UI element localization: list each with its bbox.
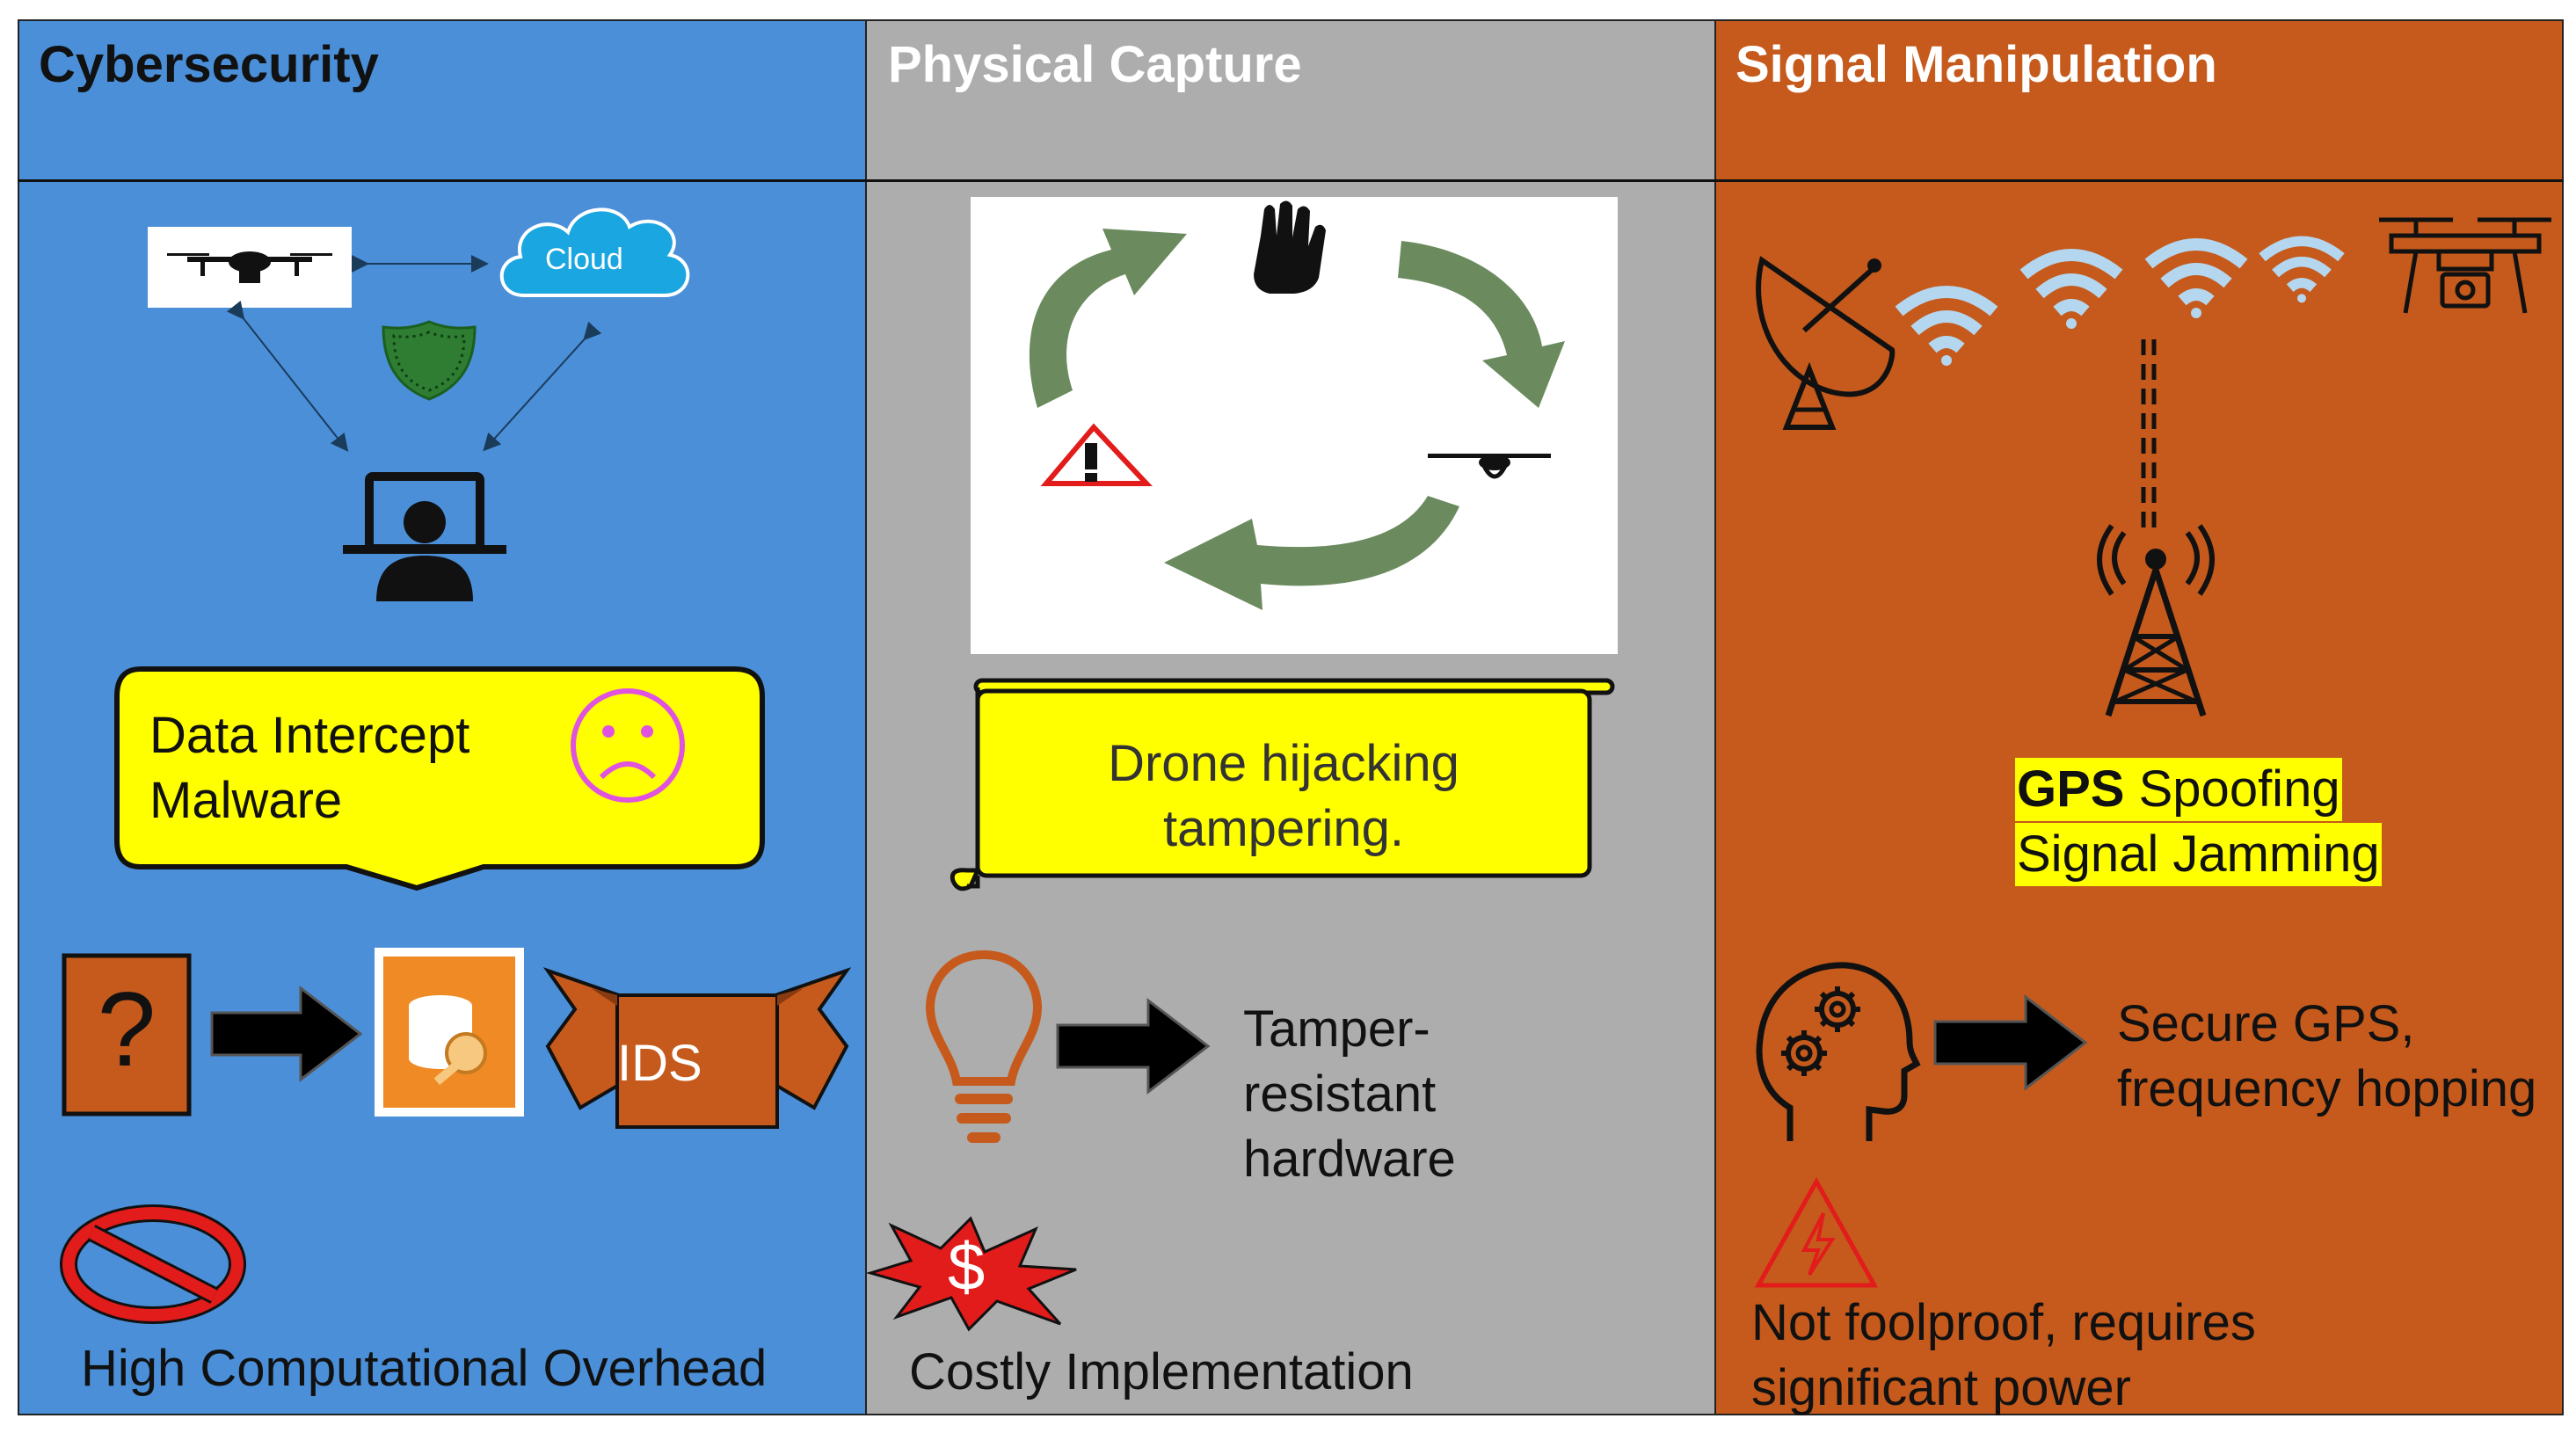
gps-threat-line-2: Signal Jamming <box>2015 823 2382 886</box>
right-arrow-icon <box>1056 997 1211 1095</box>
cost-burst-icon <box>865 1216 1077 1332</box>
database-key-icon <box>375 948 524 1117</box>
signal-drawback-line-2: significant power <box>1751 1359 2131 1416</box>
wifi-icon <box>2019 249 2123 329</box>
physical-capture-title: Physical Capture <box>888 36 1302 93</box>
signal-tower-icon <box>2097 524 2215 717</box>
ids-banner <box>542 967 852 1129</box>
threat-scroll-banner <box>950 678 1615 891</box>
header-divider <box>18 179 2564 182</box>
cyber-drawback: High Computational Overhead <box>81 1340 768 1397</box>
signal-solution-line-1: Secure GPS, <box>2117 995 2415 1052</box>
physical-solution-line-2: resistant <box>1243 1066 1437 1123</box>
threat-line-1: Data Intercept <box>149 707 470 764</box>
physical-solution-line-3: hardware <box>1243 1131 1456 1188</box>
physical-drawback: Costly Implementation <box>909 1343 1414 1400</box>
satellite-dish-icon <box>1756 256 1896 430</box>
signal-solution-line-2: frequency hopping <box>2117 1060 2537 1117</box>
camera-drone-icon <box>2379 217 2551 314</box>
svg-text:?: ? <box>98 971 156 1088</box>
lightbulb-icon <box>925 949 1043 1143</box>
dashed-signal-line <box>2141 339 2157 535</box>
sad-face-icon <box>571 688 685 803</box>
threat-line-2: Malware <box>149 772 343 829</box>
physical-threat-line-1: Drone hijacking <box>1108 735 1459 792</box>
gps-bold-label: GPS <box>2017 760 2125 818</box>
wifi-icon <box>1895 286 1998 366</box>
prohibited-icon <box>60 1204 246 1324</box>
threat-callout-bubble <box>114 666 765 891</box>
head-gears-icon <box>1756 962 1921 1141</box>
wifi-icon <box>2144 238 2248 318</box>
physical-threat-line-2: tampering. <box>1162 800 1405 857</box>
right-arrow-icon <box>1933 993 2088 1092</box>
shield-icon <box>382 320 477 401</box>
cost-symbol: $ <box>948 1230 986 1305</box>
cloud-label: Cloud <box>545 243 623 276</box>
wifi-icon <box>2259 236 2345 303</box>
drone-icon <box>167 251 332 283</box>
ids-label: IDS <box>617 1035 702 1092</box>
computer-user-icon <box>343 472 506 601</box>
gps-threat-line-1: GPS Spoofing <box>2015 758 2342 821</box>
physical-solution-line-1: Tamper- <box>1243 1000 1430 1058</box>
cybersecurity-title: Cybersecurity <box>39 36 379 93</box>
question-box-icon: ? <box>62 953 192 1117</box>
warning-electric-icon <box>1754 1176 1879 1288</box>
right-arrow-icon <box>210 985 363 1083</box>
spoofing-label: Spoofing <box>2124 760 2340 818</box>
signal-manipulation-title: Signal Manipulation <box>1736 36 2217 93</box>
signal-drawback-line-1: Not foolproof, requires <box>1751 1294 2256 1351</box>
hijack-cycle-diagram <box>1029 200 1565 610</box>
cloud-icon <box>499 207 690 297</box>
